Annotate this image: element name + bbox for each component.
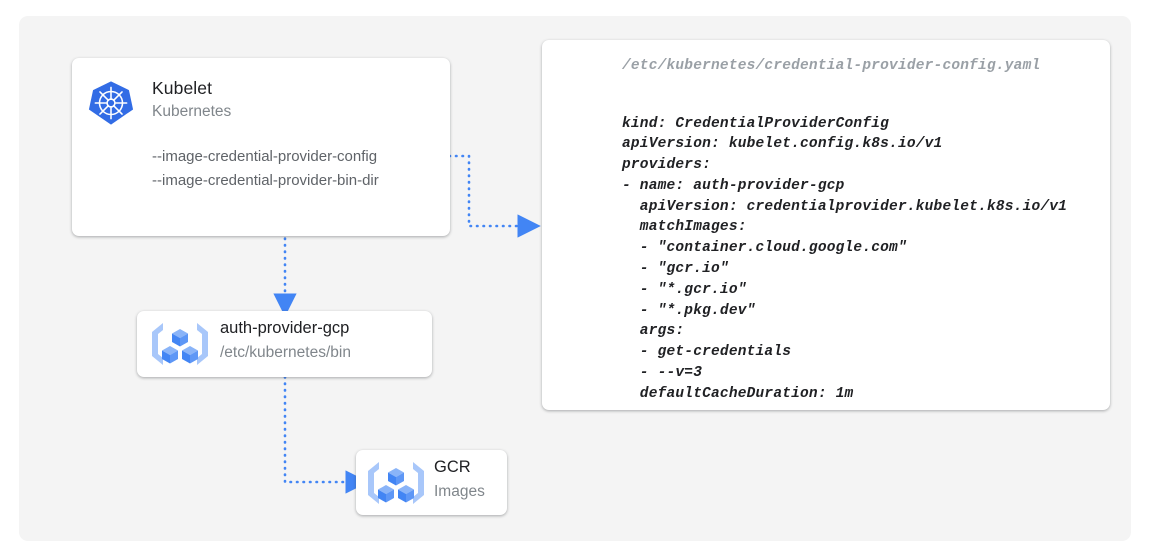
kubelet-card-subtitle: Kubernetes [152, 103, 232, 120]
kubernetes-logo-icon [88, 81, 134, 125]
auth-provider-card-subtitle: /etc/kubernetes/bin [220, 344, 351, 361]
kubelet-card-flag-bin-dir: --image-credential-provider-bin-dir [152, 172, 379, 189]
kubelet-card[interactable]: Kubelet Kubernetes --image-credential-pr… [72, 58, 450, 236]
yaml-file-path: /etc/kubernetes/credential-provider-conf… [622, 58, 1041, 74]
gcr-card-title: GCR [434, 458, 471, 476]
gcr-card[interactable]: GCR Images [356, 450, 507, 515]
auth-provider-card[interactable]: auth-provider-gcp /etc/kubernetes/bin [137, 311, 432, 377]
kubelet-card-flag-config: --image-credential-provider-config [152, 148, 378, 165]
yaml-file-content: kind: CredentialProviderConfig apiVersio… [622, 115, 1068, 402]
gcr-cubes-icon [152, 323, 208, 365]
auth-provider-card-title: auth-provider-gcp [220, 319, 350, 337]
gcr-cubes-icon [368, 462, 424, 504]
gcr-card-subtitle: Images [434, 483, 485, 500]
yaml-config-card[interactable]: /etc/kubernetes/credential-provider-conf… [542, 40, 1110, 410]
kubelet-card-title: Kubelet [152, 78, 213, 98]
